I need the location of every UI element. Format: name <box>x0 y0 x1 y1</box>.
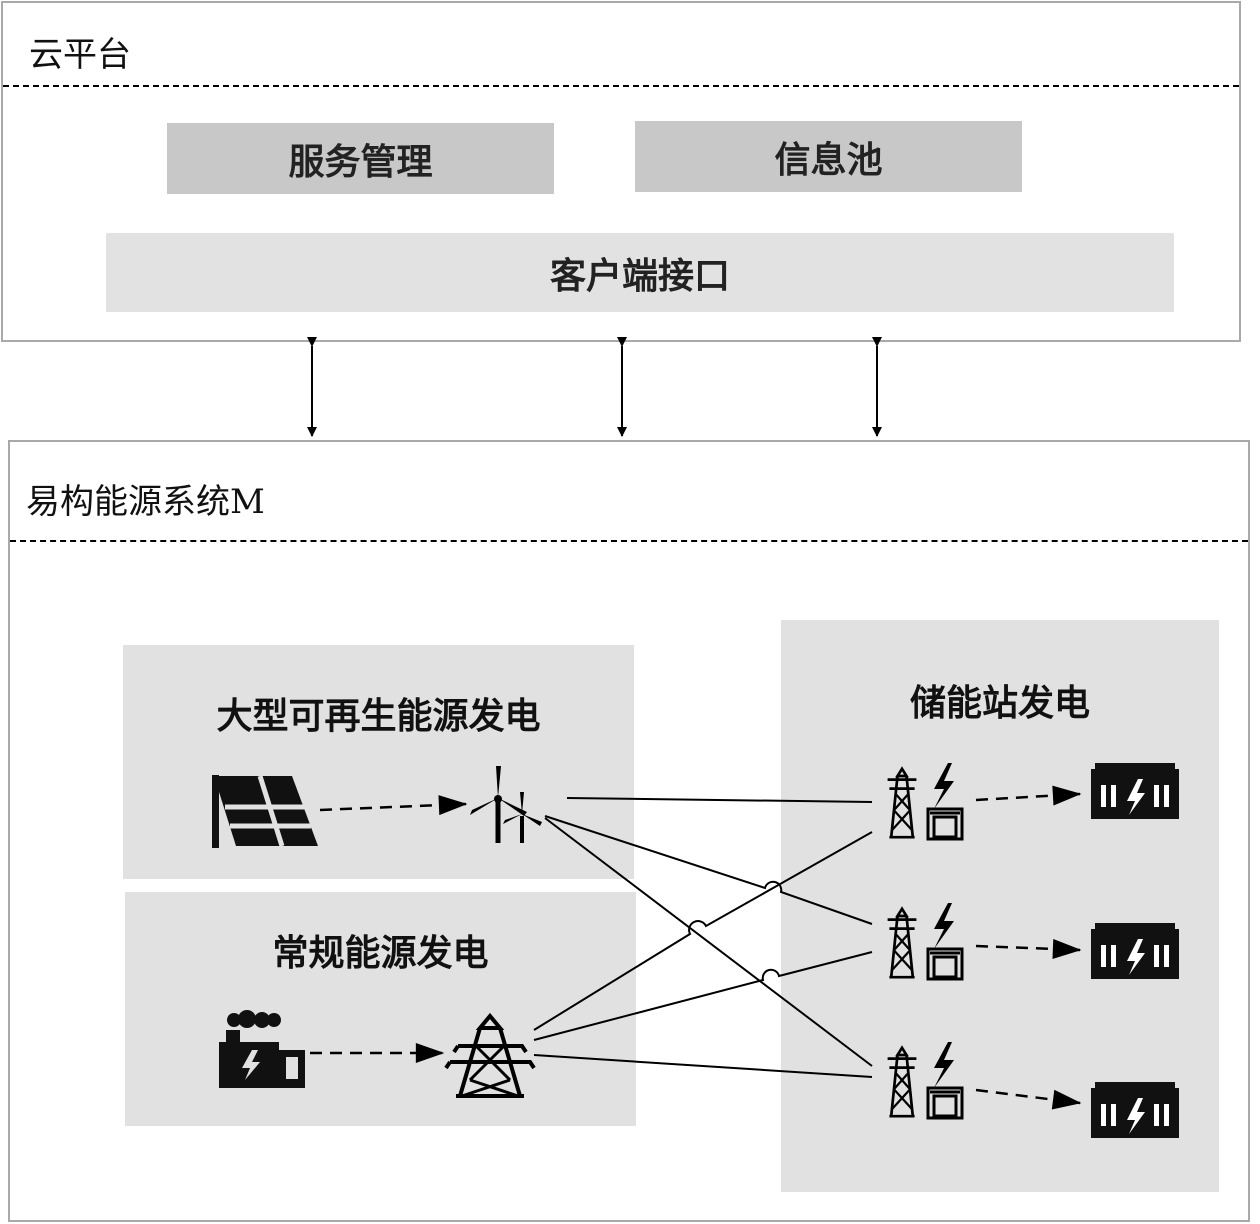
solar-panel-icon <box>212 775 318 848</box>
bidirectional-arrows <box>307 337 882 437</box>
renewable-region: 大型可再生能源发电 <box>123 645 634 879</box>
power-plant-icon <box>219 1010 305 1088</box>
conventional-title: 常规能源发电 <box>272 932 489 974</box>
storage-substation-2 <box>888 903 962 979</box>
wind-to-sub3-line <box>544 817 873 1067</box>
cloud-divider <box>3 85 1239 87</box>
service-management-box: 服务管理 <box>167 123 554 194</box>
connection-lines <box>533 797 873 1078</box>
tower-to-sub1-line <box>533 831 873 1031</box>
wind-to-sub1-line <box>566 797 873 803</box>
transmission-tower-icon <box>444 1012 536 1098</box>
conventional-region: 常规能源发电 <box>125 892 636 1126</box>
tower-to-sub2-line <box>533 951 873 1041</box>
energy-system-title: 易构能源系统M <box>26 482 265 522</box>
substation-to-battery-arrow-3 <box>975 1088 1082 1110</box>
battery-storage-icon-1 <box>1091 763 1179 819</box>
substation-to-battery-arrow-2 <box>975 938 1082 959</box>
client-interface-box: 客户端接口 <box>106 233 1174 312</box>
energy-system-divider <box>10 540 1248 542</box>
cloud-platform-panel: 云平台 服务管理 信息池 客户端接口 <box>1 1 1241 342</box>
cloud-platform-title: 云平台 <box>29 35 131 75</box>
substation-to-battery-arrow-1 <box>975 785 1082 806</box>
storage-substation-1 <box>888 763 962 839</box>
battery-storage-icon-2 <box>1091 923 1179 979</box>
info-pool-box: 信息池 <box>635 121 1022 192</box>
battery-storage-icon-3 <box>1091 1082 1179 1138</box>
storage-substation-3 <box>888 1042 962 1118</box>
storage-title: 储能站发电 <box>909 682 1090 724</box>
wind-to-sub2-line <box>544 815 873 925</box>
wind-turbine-icon <box>470 766 542 843</box>
tower-to-sub3-line <box>533 1054 873 1078</box>
renewable-title: 大型可再生能源发电 <box>216 695 541 737</box>
solar-to-wind-arrow <box>319 795 468 816</box>
